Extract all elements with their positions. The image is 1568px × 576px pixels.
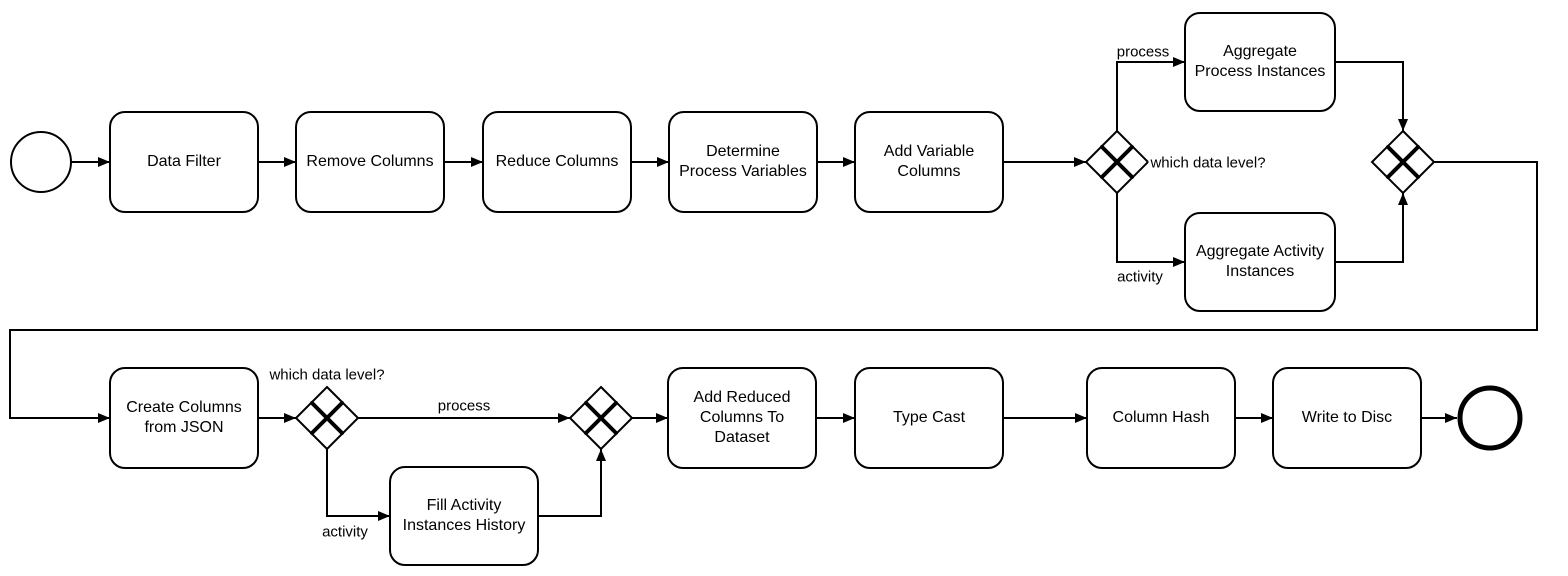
task-create-columns-from-json-shape	[109, 367, 259, 469]
task-fill-activity-instances-history-label: Fill Activity Instances History	[402, 497, 526, 534]
task-add-variable-columns-label: Add Variable Columns	[883, 143, 975, 180]
task-create-columns-from-json-label: Create Columns from JSON	[126, 399, 242, 436]
task-reduce-columns-label: Reduce Columns	[495, 153, 619, 170]
gateway-question-bottom-label: which data level?	[267, 366, 387, 384]
task-write-to-disc-shape	[1272, 367, 1422, 469]
sequence-flows	[9, 57, 1538, 521]
task-aggregate-process-instances-shape	[1184, 12, 1336, 112]
x-mark-icon	[310, 401, 344, 435]
task-data-filter-label: Data Filter	[147, 153, 221, 170]
task-type-cast-shape	[854, 367, 1004, 469]
flow-merge-to-create-columns	[9, 161, 1538, 423]
edge-label-process-bottom: process	[435, 397, 493, 415]
gateway-merge-top	[1370, 129, 1436, 195]
x-mark-icon	[584, 401, 618, 435]
x-mark-icon	[1386, 145, 1420, 179]
task-data-filter-shape	[109, 111, 259, 213]
task-aggregate-activity-instances-shape	[1184, 212, 1336, 312]
task-write-to-disc-label: Write to Disc	[1301, 409, 1393, 426]
edge-label-activity-bottom: activity	[320, 523, 370, 541]
gateway-question-top-label: which data level?	[1148, 154, 1268, 172]
task-add-reduced-columns-shape	[667, 367, 817, 469]
gateway-split-top	[1084, 129, 1150, 195]
task-column-hash-shape	[1086, 367, 1236, 469]
flow-agg-activity-to-merge	[1335, 193, 1408, 263]
flow-gateway-activity-top	[1116, 193, 1185, 267]
gateway-split-bottom	[294, 385, 360, 451]
flow-gateway-activity-bottom	[326, 449, 390, 521]
edge-label-activity-top: activity	[1115, 268, 1165, 286]
task-add-variable-columns-shape	[854, 111, 1004, 213]
start-event-circle	[10, 131, 72, 193]
task-column-hash-label: Column Hash	[1112, 409, 1210, 426]
flow-fill-history-to-merge	[538, 449, 606, 517]
task-fill-activity-instances-history-shape	[389, 466, 539, 566]
task-determine-process-variables-shape	[668, 111, 818, 213]
task-remove-columns-label: Remove Columns	[306, 153, 434, 170]
flow-gateway-process-top	[1116, 57, 1185, 131]
x-mark-icon	[1100, 145, 1134, 179]
task-shapes	[109, 12, 1422, 566]
task-remove-columns-shape	[295, 111, 445, 213]
end-event-circle	[1457, 385, 1523, 451]
task-type-cast-label: Type Cast	[892, 409, 966, 426]
task-aggregate-activity-instances-label: Aggregate Activity Instances	[1195, 243, 1325, 280]
flow-agg-process-to-merge	[1335, 61, 1408, 131]
edge-label-process-top: process	[1114, 43, 1172, 61]
gateway-merge-bottom	[568, 385, 634, 451]
gateways	[294, 129, 1436, 451]
task-aggregate-process-instances-label: Aggregate Process Instances	[1194, 43, 1326, 80]
task-reduce-columns-shape	[482, 111, 632, 213]
task-determine-process-variables-label: Determine Process Variables	[679, 143, 807, 180]
task-add-reduced-columns-label: Add Reduced Columns To Dataset	[693, 389, 791, 446]
